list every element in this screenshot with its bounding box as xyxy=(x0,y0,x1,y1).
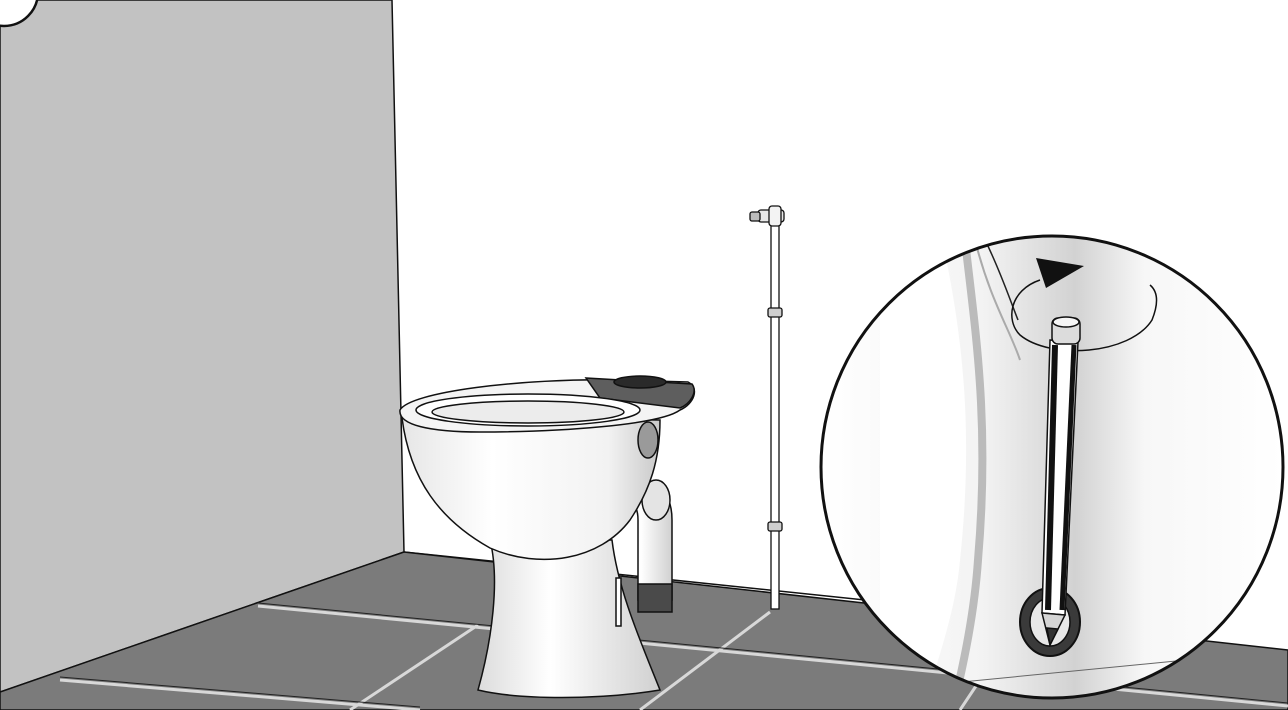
water-supply-pipe xyxy=(750,206,784,609)
